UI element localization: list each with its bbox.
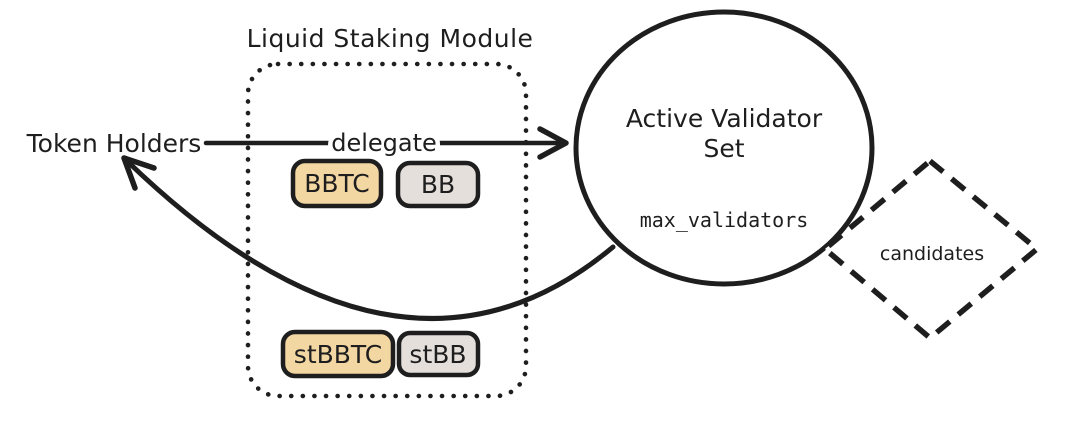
active-validator-set-circle [573, 9, 875, 287]
bb-badge-label: BB [421, 170, 455, 199]
stbb-badge [396, 330, 481, 378]
bbtc-badge-label: BBTC [304, 169, 370, 198]
delegate-arrowhead-icon [537, 126, 569, 160]
validator-set-label-line1: Active Validator [626, 104, 823, 133]
stbbtc-badge [280, 329, 396, 379]
liquid-staking-module-box [245, 61, 529, 399]
stbb-badge-label: stBB [409, 340, 466, 369]
candidates-label: candidates [880, 243, 984, 265]
return-arrowhead-icon [121, 155, 157, 191]
bb-badge [395, 160, 481, 209]
bbtc-badge [290, 158, 384, 209]
return-curve-arrow [123, 157, 616, 322]
stbbtc-badge-label: stBBTC [294, 340, 382, 369]
token-holders-label: Token Holders [26, 129, 202, 158]
max-validators-param: max_validators [640, 208, 809, 232]
validator-set-label-line2: Set [703, 134, 744, 163]
delegate-label: delegate [331, 129, 437, 157]
candidates-diamond [822, 158, 1040, 341]
module-title: Liquid Staking Module [247, 24, 534, 53]
